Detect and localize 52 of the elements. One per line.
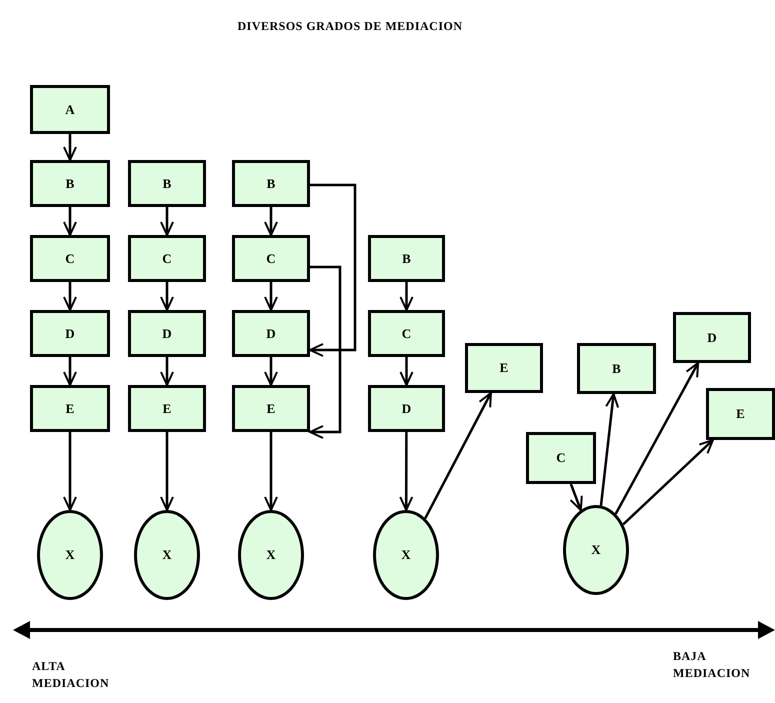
process-box: D [30,310,110,357]
process-box: E [465,343,543,393]
process-box: B [577,343,656,394]
process-box: C [128,235,206,282]
process-box: B [368,235,445,282]
ellipse-node: X [373,510,439,600]
arrow [600,393,620,506]
process-box: E [706,388,775,440]
scale-label: BAJA MEDIACION [673,648,752,682]
process-box: D [232,310,310,357]
ellipse-node: X [238,510,304,600]
ellipse-node: X [563,505,629,595]
arrow [63,432,77,511]
arrow [264,432,278,511]
ellipse-node: X [134,510,200,600]
arrow [264,207,278,236]
process-box: C [526,432,596,484]
process-box: C [232,235,310,282]
process-box: E [128,385,206,432]
arrow [400,357,414,386]
arrow [614,362,700,514]
arrow [160,207,174,236]
process-box: A [30,85,110,134]
arrow [570,484,583,512]
arrow [309,266,342,439]
process-box: D [128,310,206,357]
arrow [63,282,77,311]
arrow [264,282,278,311]
process-box: D [368,385,445,432]
diagram-title: DIVERSOS GRADOS DE MEDIACION [236,18,464,35]
process-box: B [232,160,310,207]
process-box: B [30,160,110,207]
arrow [160,432,174,511]
arrow [264,357,278,386]
arrow [160,282,174,311]
arrow [63,207,77,236]
arrow [309,184,356,357]
ellipse-node: X [37,510,103,600]
arrow [160,357,174,386]
process-box: E [232,385,310,432]
process-box: D [673,312,751,363]
process-box: B [128,160,206,207]
arrow [424,392,492,519]
process-box: E [30,385,110,432]
arrow [400,282,414,311]
arrow [622,439,714,526]
arrow [63,357,77,386]
arrow [399,432,414,511]
process-box: C [368,310,445,357]
arrow [63,134,77,161]
scale-label: ALTA MEDIACION [32,658,110,692]
process-box: C [30,235,110,282]
